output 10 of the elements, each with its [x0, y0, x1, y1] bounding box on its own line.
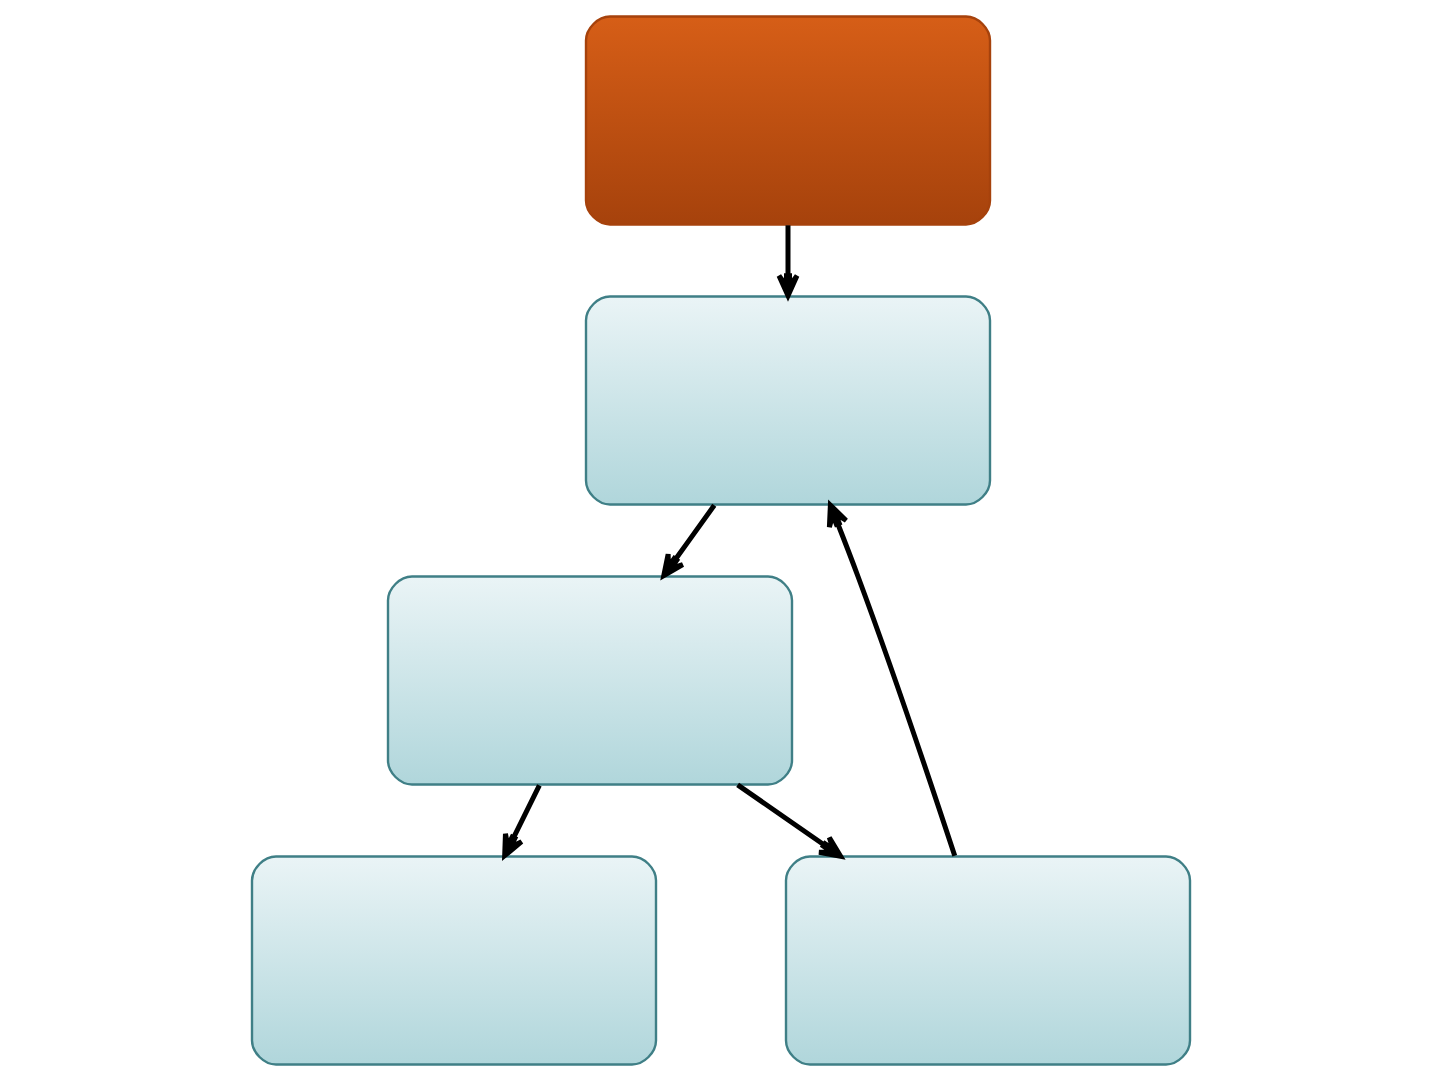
- arrow: [501, 784, 542, 859]
- arrow: [776, 225, 799, 299]
- node-box: [584, 15, 991, 226]
- node-box: [250, 855, 657, 1066]
- arrow: [826, 502, 957, 857]
- node-box: [784, 855, 1191, 1066]
- arrow: [735, 782, 843, 859]
- node-box: [386, 575, 793, 786]
- arrow: [660, 503, 716, 579]
- node-box: [584, 295, 991, 506]
